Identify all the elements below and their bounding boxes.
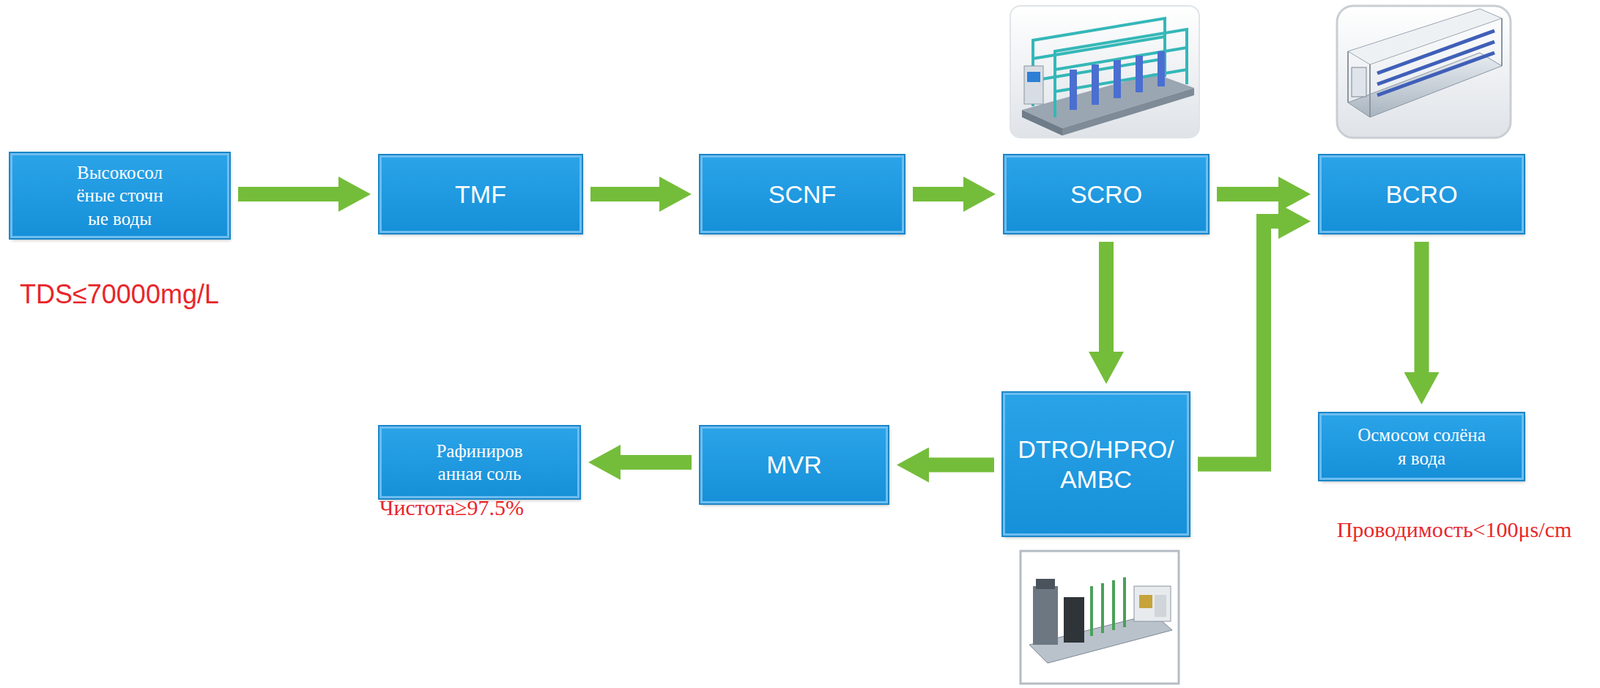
flow-arrow (1414, 241, 1430, 373)
box-text: SCRO (1070, 179, 1143, 210)
flow-arrow (912, 186, 964, 202)
scro-unit-picture (1010, 5, 1200, 138)
process-box: Осмосом солёна я вода (1319, 413, 1524, 480)
flow-arrow (1197, 221, 1279, 465)
flow-arrow (590, 186, 660, 202)
process-box: Рафиниров анная соль (379, 426, 580, 499)
box-text: MVR (766, 449, 822, 480)
process-box: SCRO (1004, 155, 1209, 233)
flow-arrow (1098, 241, 1114, 352)
note-label: Проводимость<100μs/cm (1336, 515, 1573, 544)
note-label: TDS≤70000mg/L (19, 278, 220, 310)
flow-arrow (620, 454, 692, 470)
flow-arrow (238, 186, 339, 202)
box-text: Высокосол ёные сточн ые воды (65, 161, 176, 231)
process-box: MVR (700, 426, 888, 504)
flow-arrow (928, 457, 995, 473)
process-box: Высокосол ёные сточн ые воды (10, 153, 230, 239)
box-text: Рафиниров анная соль (424, 439, 535, 486)
bcro-unit-picture (1336, 5, 1511, 138)
box-text: SCNF (768, 179, 837, 210)
dtro-unit-picture (1020, 550, 1179, 684)
process-box: SCNF (700, 155, 905, 233)
process-box: DTRO/HPRO/ AMBC (1002, 392, 1190, 536)
box-text: Осмосом солёна я вода (1356, 423, 1488, 470)
process-box: TMF (379, 155, 582, 233)
box-text: BCRO (1385, 179, 1458, 210)
flow-arrow (1216, 186, 1279, 202)
box-text: TMF (454, 179, 507, 210)
process-box: BCRO (1319, 155, 1524, 233)
box-text: DTRO/HPRO/ AMBC (1015, 434, 1177, 495)
note-label: Чистота≥97.5% (379, 493, 524, 522)
